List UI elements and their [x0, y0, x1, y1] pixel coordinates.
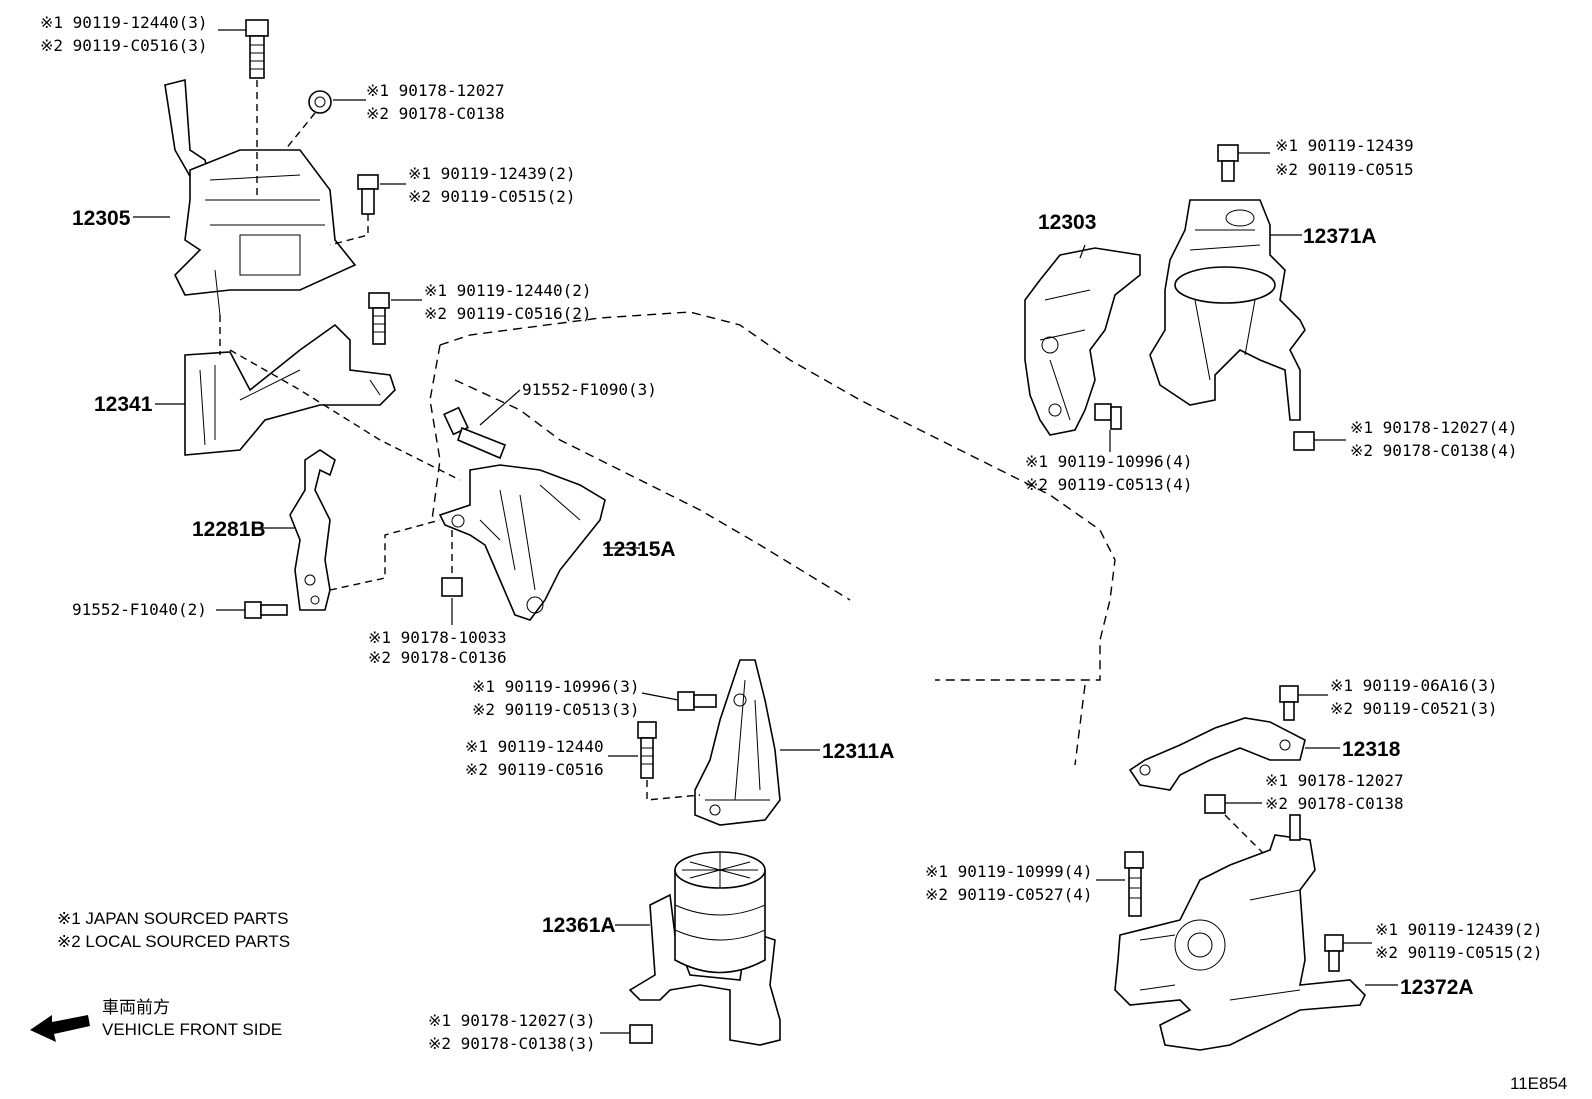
callout-bolt-c0516-2-local: ※2 90119-C0516(2)	[424, 304, 592, 323]
bolt-icon	[443, 406, 507, 460]
bolt-icon	[1094, 403, 1122, 430]
bolt-icon	[245, 19, 269, 79]
callout-bolt-c0516-local: ※2 90119-C0516	[465, 760, 604, 779]
part-12341-bracket[interactable]	[184, 323, 396, 456]
engine-outline-ghost-right	[1074, 684, 1086, 766]
engine-outline-ghost-left	[429, 344, 441, 521]
bolt-icon	[244, 601, 288, 619]
callout-bolt-c0521-3-local: ※2 90119-C0521(3)	[1330, 699, 1498, 718]
callout-bolt-12439-2-japan: ※1 90119-12439(2)	[408, 164, 576, 183]
part-12281B-engine-hanger[interactable]	[289, 449, 336, 611]
part-number-12303[interactable]: 12303	[1038, 211, 1096, 234]
callout-bolt-f1090: 91552-F1090(3)	[522, 380, 657, 399]
nut-icon	[1293, 431, 1315, 451]
callout-bolt-12440-japan: ※1 90119-12440	[465, 737, 604, 756]
part-12305-engine-mount[interactable]	[164, 78, 357, 316]
part-number-12315A[interactable]: 12315A	[602, 538, 676, 561]
part-12372A-transmission-mount[interactable]	[1114, 814, 1366, 1051]
bolt-icon	[1124, 851, 1144, 917]
callout-nut-12027-4-japan: ※1 90178-12027(4)	[1350, 418, 1518, 437]
part-12311A-mount-bracket[interactable]	[694, 659, 781, 826]
bolt-icon	[1217, 144, 1239, 182]
callout-bolt-12440-3-japan: ※1 90119-12440(3)	[40, 13, 208, 32]
direction-label-jp: 車両前方	[102, 998, 170, 1017]
part-12318-mount-bracket[interactable]	[1128, 717, 1306, 791]
part-number-12341[interactable]: 12341	[94, 393, 153, 416]
callout-bolt-10996-3-japan: ※1 90119-10996(3)	[472, 677, 640, 696]
callout-bolt-c0515-2-local-b: ※2 90119-C0515(2)	[1375, 943, 1543, 962]
part-number-12318[interactable]: 12318	[1342, 738, 1401, 761]
part-number-12371A[interactable]: 12371A	[1303, 225, 1377, 248]
callout-bolt-10999-4-japan: ※1 90119-10999(4)	[925, 862, 1093, 881]
callout-bolt-c0527-4-local: ※2 90119-C0527(4)	[925, 885, 1093, 904]
bolt-icon	[677, 691, 717, 711]
callout-bolt-c0513-3-local: ※2 90119-C0513(3)	[472, 700, 640, 719]
nut-icon	[441, 577, 463, 597]
part-12361A-engine-mount-insulator[interactable]	[628, 851, 781, 1046]
direction-label-en: VEHICLE FRONT SIDE	[102, 1020, 282, 1039]
callout-nut-10033-japan: ※1 90178-10033	[368, 628, 507, 647]
vehicle-front-arrow-icon	[30, 1015, 90, 1042]
part-number-12311A[interactable]: 12311A	[822, 740, 894, 763]
leader-lines	[133, 29, 1398, 1034]
callout-bolt-12440-2-japan: ※1 90119-12440(2)	[424, 281, 592, 300]
callout-bolt-f1040: 91552-F1040(2)	[72, 600, 207, 619]
part-number-12372A[interactable]: 12372A	[1400, 976, 1474, 999]
callout-nut-c0138-local-2: ※2 90178-C0138	[1265, 794, 1404, 813]
callout-bolt-c0513-4-local: ※2 90119-C0513(4)	[1025, 475, 1193, 494]
callout-bolt-06a16-3-japan: ※1 90119-06A16(3)	[1330, 676, 1498, 695]
legend-local-sourced: ※2 LOCAL SOURCED PARTS	[57, 932, 290, 951]
callout-nut-12027-3-japan: ※1 90178-12027(3)	[428, 1011, 596, 1030]
bolt-icon	[1324, 934, 1344, 972]
diagram-id: 11E854	[1510, 1074, 1567, 1093]
callout-nut-12027-japan-2: ※1 90178-12027	[1265, 771, 1404, 790]
legend-japan-sourced: ※1 JAPAN SOURCED PARTS	[57, 909, 289, 928]
callout-bolt-12439-2-japan-b: ※1 90119-12439(2)	[1375, 920, 1543, 939]
callout-bolt-12439-japan: ※1 90119-12439	[1275, 136, 1414, 155]
callout-bolt-10996-4-japan: ※1 90119-10996(4)	[1025, 452, 1193, 471]
engine-outline-ghost	[439, 311, 1116, 681]
bolt-icon	[368, 292, 390, 345]
nut-icon	[1204, 794, 1226, 814]
bolt-icon	[637, 721, 657, 779]
part-number-12281B[interactable]: 12281B	[192, 518, 266, 541]
part-12315A-mount-bracket[interactable]	[438, 464, 606, 621]
callout-nut-c0138-local: ※2 90178-C0138	[366, 104, 505, 123]
callout-nut-c0136-local: ※2 90178-C0136	[368, 648, 507, 667]
callout-nut-c0138-4-local: ※2 90178-C0138(4)	[1350, 441, 1518, 460]
callout-nut-12027-japan: ※1 90178-12027	[366, 81, 505, 100]
engine-outline-ghost-lower	[454, 379, 851, 601]
bolt-icon	[357, 174, 379, 215]
callout-bolt-c0515-2-local: ※2 90119-C0515(2)	[408, 187, 576, 206]
callout-nut-c0138-3-local: ※2 90178-C0138(3)	[428, 1034, 596, 1053]
nut-icon	[629, 1024, 653, 1044]
part-12303-mount-bracket[interactable]	[1024, 247, 1141, 436]
part-number-12305[interactable]: 12305	[72, 207, 131, 230]
part-12371A-transmission-mount[interactable]	[1149, 199, 1306, 421]
part-number-12361A[interactable]: 12361A	[542, 914, 616, 937]
callout-bolt-c0515-local: ※2 90119-C0515	[1275, 160, 1414, 179]
callout-bolt-c0516-3-local: ※2 90119-C0516(3)	[40, 36, 208, 55]
nut-icon	[308, 90, 332, 114]
bolt-icon	[1279, 685, 1299, 721]
